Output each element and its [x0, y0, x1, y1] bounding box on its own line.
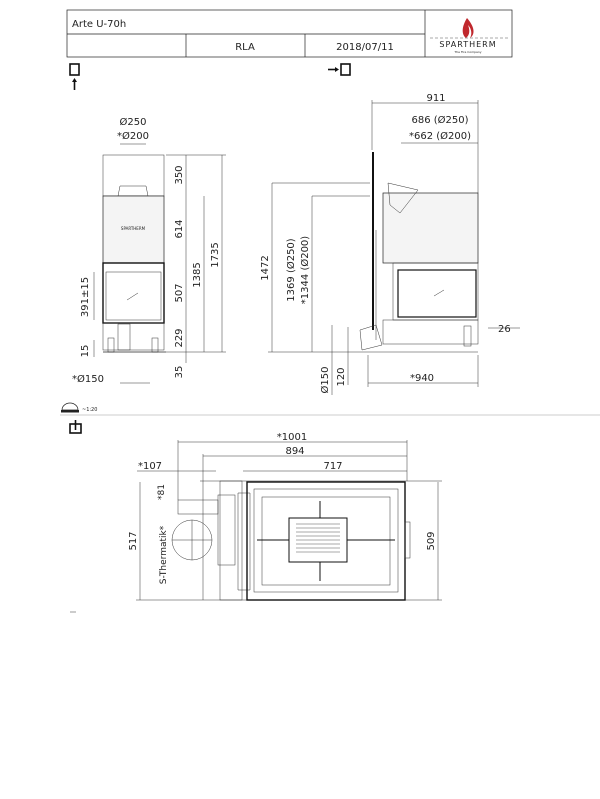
- dim-350: 350: [174, 165, 185, 184]
- author: RLA: [235, 42, 255, 53]
- front-view: Ø250 *Ø200 SPARTHERM 350 614 507 229 35 …: [72, 116, 226, 385]
- dim-517: 517: [128, 531, 139, 550]
- dim-120: 120: [336, 367, 347, 386]
- dim-940: *940: [410, 373, 434, 384]
- side-view-icon: [328, 63, 351, 76]
- title-block: Arte U-70h RLA 2018/07/11 SPARTHERM The …: [66, 9, 513, 58]
- label-s-thermatik: S-Thermatik*: [159, 525, 169, 584]
- dim-107: *107: [138, 461, 162, 472]
- dim-15: 15: [80, 345, 91, 358]
- front-view-icon: [69, 63, 80, 90]
- side-view: 911 686 (Ø250) *662 (Ø200) 1472 1369 (Ø2…: [260, 93, 520, 395]
- model-name: Arte U-70h: [72, 19, 126, 30]
- dim-894: 894: [285, 446, 304, 457]
- dim-81: *81: [157, 484, 167, 500]
- date: 2018/07/11: [336, 42, 394, 53]
- dim-inlet-150: *Ø150: [72, 373, 104, 385]
- dim-flue-200: *Ø200: [117, 130, 149, 142]
- dim-1385: 1385: [192, 262, 203, 287]
- dim-391: 391±15: [80, 277, 91, 317]
- logo-text: SPARTHERM: [439, 40, 496, 49]
- dim-229: 229: [174, 328, 185, 347]
- dim-717: 717: [323, 461, 342, 472]
- dim-686: 686 (Ø250): [411, 114, 468, 126]
- logo-tagline: The Fire Company: [453, 50, 481, 54]
- dim-35: 35: [174, 366, 185, 379]
- scale-text: ~1:20: [82, 407, 97, 413]
- dim-662: *662 (Ø200): [409, 130, 471, 142]
- dim-side-150: Ø150: [319, 367, 331, 394]
- dim-flue-250: Ø250: [120, 116, 147, 128]
- dim-509: 509: [426, 531, 437, 550]
- dim-1344: *1344 (Ø200): [299, 236, 311, 304]
- top-view: *1001 894 717 *107 *81 S-Thermatik* 517 …: [70, 432, 442, 613]
- spartherm-logo: SPARTHERM The Fire Company: [430, 18, 508, 54]
- dim-507: 507: [174, 283, 185, 302]
- front-logo: SPARTHERM: [121, 226, 146, 231]
- dim-1369: 1369 (Ø250): [285, 238, 297, 301]
- flame-icon: [462, 18, 474, 38]
- dim-1735: 1735: [210, 242, 221, 267]
- dim-1472: 1472: [260, 255, 271, 280]
- dim-26: 26: [498, 324, 511, 335]
- scale-indicator: ~1:20: [60, 402, 600, 416]
- dim-614: 614: [174, 219, 185, 238]
- dim-911: 911: [426, 93, 445, 104]
- top-view-icon: [69, 420, 82, 434]
- dim-1001: *1001: [277, 432, 307, 443]
